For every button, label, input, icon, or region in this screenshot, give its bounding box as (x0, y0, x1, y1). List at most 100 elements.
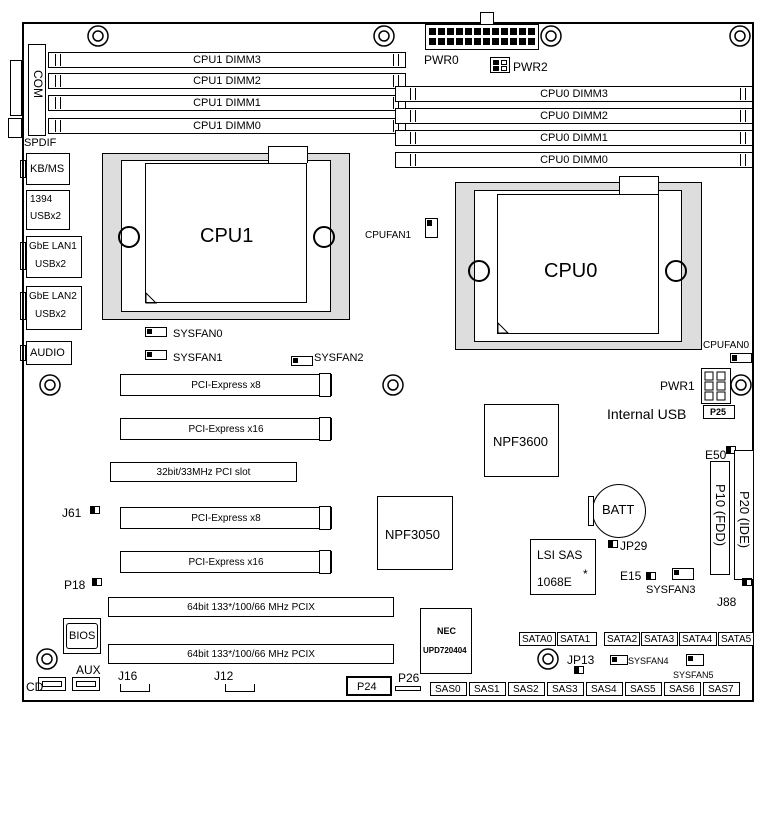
screw-icon (730, 374, 752, 396)
sata4-port: SATA4 (679, 632, 717, 646)
sata5-port: SATA5 (718, 632, 754, 646)
sas0-port: SAS0 (430, 682, 467, 696)
sysfan1-header (145, 350, 167, 360)
pwr2-label: PWR2 (513, 60, 548, 74)
usb1394-port (26, 190, 70, 230)
sysfan5-header (686, 654, 704, 666)
sysfan3-label: SYSFAN3 (646, 584, 696, 596)
j61-header (90, 506, 100, 514)
pci-32bit-slot: 32bit/33MHz PCI slot (110, 462, 297, 482)
cpufan1-header (425, 218, 438, 238)
screw-icon (382, 374, 404, 396)
pcie-x16-slot-2: PCI-Express x16 (120, 550, 332, 574)
j88-label: J88 (717, 595, 737, 609)
sas1-port: SAS1 (469, 682, 506, 696)
e15-label: E15 (620, 569, 642, 583)
bios-chip: BIOS (63, 618, 101, 654)
spdif-label: SPDIF (24, 137, 57, 149)
j16-label: J16 (118, 669, 138, 683)
pwr1-label: PWR1 (660, 379, 695, 393)
dimm-slot-cpu1-dimm2: CPU1 DIMM2 (48, 73, 406, 89)
cpufan1-label: CPUFAN1 (365, 230, 412, 241)
jp29-header (608, 540, 618, 548)
p26-header (395, 686, 421, 691)
cpu0-pin1-icon (497, 322, 509, 334)
lan1-line1: GbE LAN1 (29, 241, 77, 252)
sysfan4-label: SYSFAN4 (628, 656, 669, 666)
sas5-port: SAS5 (625, 682, 662, 696)
pwr2-connector (490, 57, 510, 73)
aux-label: AUX (76, 663, 101, 677)
j12-label: J12 (214, 669, 234, 683)
cpu0-lever (619, 176, 659, 194)
cpu1-latch-left-icon (118, 226, 140, 248)
npf3600-chip: NPF3600 (484, 404, 559, 477)
usb1394-line2: USBx2 (30, 211, 62, 222)
jp29-label: JP29 (620, 539, 648, 553)
sas7-port: SAS7 (703, 682, 740, 696)
pcie-x16-slot-1: PCI-Express x16 (120, 417, 332, 441)
sysfan1-label: SYSFAN1 (173, 352, 223, 364)
lan2-tab (20, 292, 26, 320)
cpu1-label: CPU1 (200, 225, 254, 247)
sysfan5-label: SYSFAN5 (673, 670, 714, 680)
pcix-slot-2: 64bit 133*/100/66 MHz PCIX (108, 644, 394, 664)
kbms-label: KB/MS (30, 163, 65, 175)
sata0-port: SATA0 (519, 632, 556, 646)
sata2-port: SATA2 (604, 632, 640, 646)
lan1-tab (20, 242, 26, 270)
j88-header (742, 578, 752, 586)
sata3-port: SATA3 (641, 632, 678, 646)
screw-icon (537, 648, 559, 670)
audio-tab (20, 345, 26, 361)
sas3-port: SAS3 (547, 682, 584, 696)
cpufan0-header (730, 353, 752, 363)
p25-header: P25 (703, 405, 735, 419)
com-port (10, 60, 22, 116)
sas4-port: SAS4 (586, 682, 623, 696)
sysfan2-header (291, 356, 313, 366)
cpu0-latch-right-icon (665, 260, 687, 282)
p18-header (92, 578, 102, 586)
pwr0-label: PWR0 (424, 53, 459, 67)
ide-connector: P20 (IDE) (734, 450, 754, 580)
nec-chip: NEC UPD720404 (420, 608, 472, 674)
screw-icon (373, 25, 395, 47)
j61-label: J61 (62, 506, 82, 520)
screw-icon (87, 25, 109, 47)
e15-header (646, 572, 656, 580)
screw-icon (540, 25, 562, 47)
sysfan4-header (610, 655, 628, 665)
lan2-line1: GbE LAN2 (29, 291, 77, 302)
pcie-x8-slot-1: PCI-Express x8 (120, 373, 332, 397)
cd-header (38, 677, 66, 691)
sysfan3-header (672, 568, 694, 580)
pcie-x8-slot-2: PCI-Express x8 (120, 506, 332, 530)
cpu1-latch-right-icon (313, 226, 335, 248)
lan1-port (26, 236, 82, 278)
pwr1-connector (701, 368, 731, 404)
p26-label: P26 (398, 671, 420, 685)
fdd-connector: P10 (FDD) (710, 461, 730, 575)
usb1394-line1: 1394 (30, 194, 53, 205)
sata1-port: SATA1 (557, 632, 597, 646)
j16-header (120, 684, 150, 692)
cpu0-latch-left-icon (468, 260, 490, 282)
dimm-slot-cpu0-dimm3: CPU0 DIMM3 (395, 86, 753, 102)
lsi-sas-chip: LSI SAS 1068E * (530, 539, 596, 595)
dimm-slot-cpu1-dimm3: CPU1 DIMM3 (48, 52, 406, 68)
kbms-port (26, 153, 70, 185)
dimm-slot-cpu1-dimm0: CPU1 DIMM0 (48, 118, 406, 134)
npf3050-chip: NPF3050 (377, 496, 453, 570)
battery-label: BATT (602, 502, 635, 517)
screw-icon (36, 648, 58, 670)
jp13-label: JP13 (567, 653, 595, 667)
dimm-slot-cpu0-dimm1: CPU0 DIMM1 (395, 130, 753, 146)
cpu0-label: CPU0 (544, 260, 598, 282)
cpu1-lever (268, 146, 308, 163)
e50-label: E50 (705, 448, 727, 462)
dimm-slot-cpu1-dimm1: CPU1 DIMM1 (48, 95, 406, 111)
spdif-port (8, 118, 22, 138)
screw-icon (39, 374, 61, 396)
